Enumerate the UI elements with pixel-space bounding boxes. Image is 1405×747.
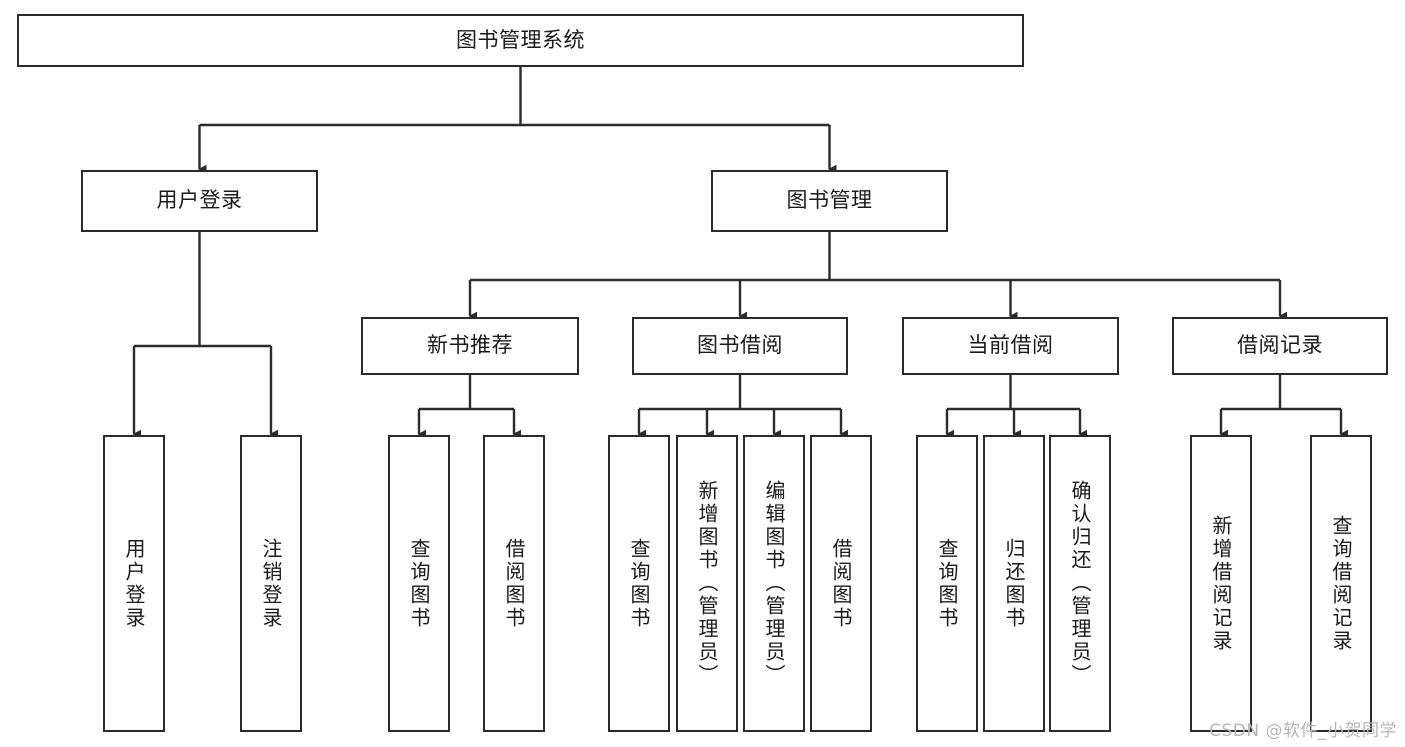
node-leaf-logout[interactable]: 注销登录 — [240, 435, 302, 732]
node-label: 借阅图书 — [502, 537, 526, 630]
node-root[interactable]: 图书管理系统 — [17, 14, 1024, 67]
node-label: 新增借阅记录 — [1209, 514, 1233, 653]
node-label: 当前借阅 — [967, 333, 1054, 358]
node-label: 图书借阅 — [697, 333, 783, 358]
node-label: 新增图书（管理员） — [695, 480, 719, 687]
csdn-watermark: CSDN @软件_小贺同学 — [1209, 721, 1397, 741]
node-leaf-query-book-1[interactable]: 查询图书 — [388, 435, 450, 732]
node-label: 图书管理 — [786, 188, 873, 213]
node-label: 借阅图书 — [829, 537, 853, 630]
node-new-book-recommend[interactable]: 新书推荐 — [361, 317, 579, 375]
node-leaf-query-record[interactable]: 查询借阅记录 — [1310, 435, 1372, 732]
node-leaf-query-book-2[interactable]: 查询图书 — [608, 435, 670, 732]
node-current-borrow[interactable]: 当前借阅 — [902, 317, 1119, 375]
node-label: 新书推荐 — [427, 333, 513, 358]
node-label: 查询图书 — [627, 537, 651, 630]
node-label: 编辑图书（管理员） — [762, 480, 786, 687]
node-leaf-edit-book[interactable]: 编辑图书（管理员） — [743, 435, 805, 732]
node-leaf-add-book[interactable]: 新增图书（管理员） — [676, 435, 738, 732]
node-label: 归还图书 — [1002, 537, 1026, 630]
node-label: 确认归还（管理员） — [1068, 480, 1092, 687]
node-leaf-borrow-book-2[interactable]: 借阅图书 — [810, 435, 872, 732]
node-label: 图书管理系统 — [456, 27, 585, 52]
node-borrow-record[interactable]: 借阅记录 — [1172, 317, 1388, 375]
node-label: 用户登录 — [156, 188, 243, 213]
node-label: 查询借阅记录 — [1329, 514, 1353, 653]
node-label: 用户登录 — [122, 537, 146, 630]
node-leaf-confirm-return[interactable]: 确认归还（管理员） — [1049, 435, 1111, 732]
node-book-manage[interactable]: 图书管理 — [711, 170, 948, 232]
node-label: 借阅记录 — [1237, 333, 1323, 358]
node-label: 注销登录 — [259, 537, 283, 630]
node-leaf-return-book[interactable]: 归还图书 — [983, 435, 1045, 732]
node-leaf-user-login[interactable]: 用户登录 — [103, 435, 165, 732]
node-label: 查询图书 — [935, 537, 959, 630]
node-leaf-borrow-book-1[interactable]: 借阅图书 — [483, 435, 545, 732]
node-leaf-query-book-3[interactable]: 查询图书 — [916, 435, 978, 732]
node-user-login[interactable]: 用户登录 — [81, 170, 318, 232]
node-book-borrow[interactable]: 图书借阅 — [632, 317, 848, 375]
node-label: 查询图书 — [407, 537, 431, 630]
node-leaf-add-record[interactable]: 新增借阅记录 — [1190, 435, 1252, 732]
